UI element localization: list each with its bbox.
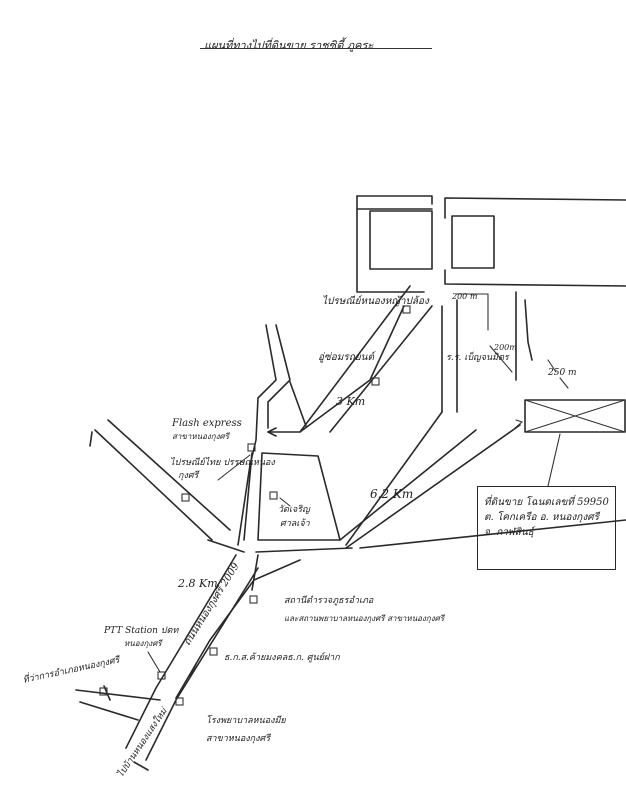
road-center-ne: [345, 411, 443, 546]
label-temple-2: ศาลเจ้า: [280, 519, 310, 529]
leader-temple: [279, 497, 291, 507]
arrowhead-nw: [89, 431, 93, 447]
road-diag-right-edge: [329, 305, 433, 433]
route-arrow-north: [267, 305, 405, 433]
label-dist-200m-b: 200m: [494, 343, 517, 352]
gas-arrow: [489, 345, 513, 373]
road-junction-1: [207, 539, 245, 553]
road-left-2: [79, 701, 139, 721]
label-ptt-branch: หนองกุงศรี: [124, 639, 162, 648]
road-top-right: [444, 197, 626, 219]
destination-plot: [524, 399, 626, 433]
road-to-dest-1: [339, 429, 477, 541]
marker-store: [402, 305, 411, 314]
road-loop-left: [237, 324, 277, 546]
dest-line-1: ที่ดินขาย โฉนดเลขที่ 59950: [484, 497, 609, 508]
arrowhead-dest: [514, 419, 524, 429]
block-a: [369, 210, 433, 270]
label-post-office: ไปรษณีย์ไทย ปรรษณหนอง: [170, 458, 275, 468]
road-south-end: [133, 761, 149, 771]
label-dist-200m-a: 200 m: [452, 292, 478, 301]
road-south-1: [125, 554, 237, 749]
road-loop-inner: [267, 324, 291, 429]
marker-bank: [209, 647, 218, 656]
label-ptt: PTT Station ปตท: [104, 626, 179, 636]
block-c-edge: [356, 195, 425, 293]
dest-line-2: ต. โคกเครือ อ. หนองกุงศรี: [484, 512, 599, 523]
destination-cross: [524, 399, 626, 433]
label-gas-station: ร.ร. เบ็ญจนมิตร: [446, 353, 509, 363]
label-dist-62km: 6.2 Km: [370, 487, 414, 501]
block-b: [451, 215, 495, 269]
marker-temple: [269, 491, 278, 500]
marker-police: [249, 595, 258, 604]
label-flash-branch: สาขาหนองกุงศรี: [172, 432, 229, 441]
label-hospital: โรงพยาบาลหนองมีย: [206, 716, 286, 726]
marker-district: [99, 687, 108, 696]
label-post-office-2: กุงศรี: [178, 471, 199, 481]
label-garage: อู่ซ่อมรถยนต์: [318, 352, 375, 363]
block-top-edge: [356, 195, 433, 205]
road-east: [359, 519, 626, 549]
town-blocks: [356, 195, 626, 293]
road-central-left: [243, 452, 253, 541]
label-top-store: ไปรษณีย์หนองหญ้าปล้อง: [322, 296, 429, 307]
road-left-1: [75, 689, 161, 701]
label-flash-express: Flash express: [172, 418, 242, 429]
road-northwest-2: [107, 419, 231, 531]
road-marker: [189, 663, 197, 677]
label-dist-3km: 3 Km: [336, 395, 366, 408]
label-bank: ธ.ก.ส.ค้ายมงคลธ.ก. ศูนย์ฝาก: [224, 653, 340, 663]
marker-post: [181, 493, 190, 502]
road-northwest-1: [94, 429, 213, 541]
label-temple: วัดเจริญ: [278, 505, 310, 515]
road-mid-right: [444, 269, 626, 287]
marker-garage: [371, 377, 380, 386]
marker-hospital: [175, 697, 184, 706]
marker-flash: [247, 443, 256, 452]
label-dist-28km: 2.8 Km: [178, 577, 218, 590]
label-police: สถานีตำรวจภูธรอำเภอ: [284, 596, 374, 606]
arrowhead-west: [267, 427, 277, 437]
road-junction-2: [255, 547, 353, 553]
road-to-dest-2: [345, 424, 521, 549]
dest-line-3: จ. กาฬสินธุ์: [484, 527, 534, 538]
marker-ptt: [157, 671, 166, 680]
dist-250-dashes: [547, 359, 569, 389]
leader-ptt: [147, 651, 161, 673]
road-diag-left-edge: [299, 285, 411, 433]
leader-flash: [217, 454, 251, 481]
title-underline: [200, 48, 432, 49]
road-loop-link: [289, 381, 307, 427]
dest-pointer: [547, 433, 561, 487]
label-police-2: และสถานพยาบาลหนองกุงศรี สาขาหนองกุงศรี: [284, 614, 445, 623]
road-vertical-4: [524, 299, 533, 361]
label-hospital-2: สาขาหนองกุงศรี: [206, 734, 271, 744]
destination-box: ที่ดินขาย โฉนดเลขที่ 59950 ต. โคกเครือ อ…: [477, 486, 616, 570]
label-dist-250m: 250 m: [548, 368, 577, 378]
